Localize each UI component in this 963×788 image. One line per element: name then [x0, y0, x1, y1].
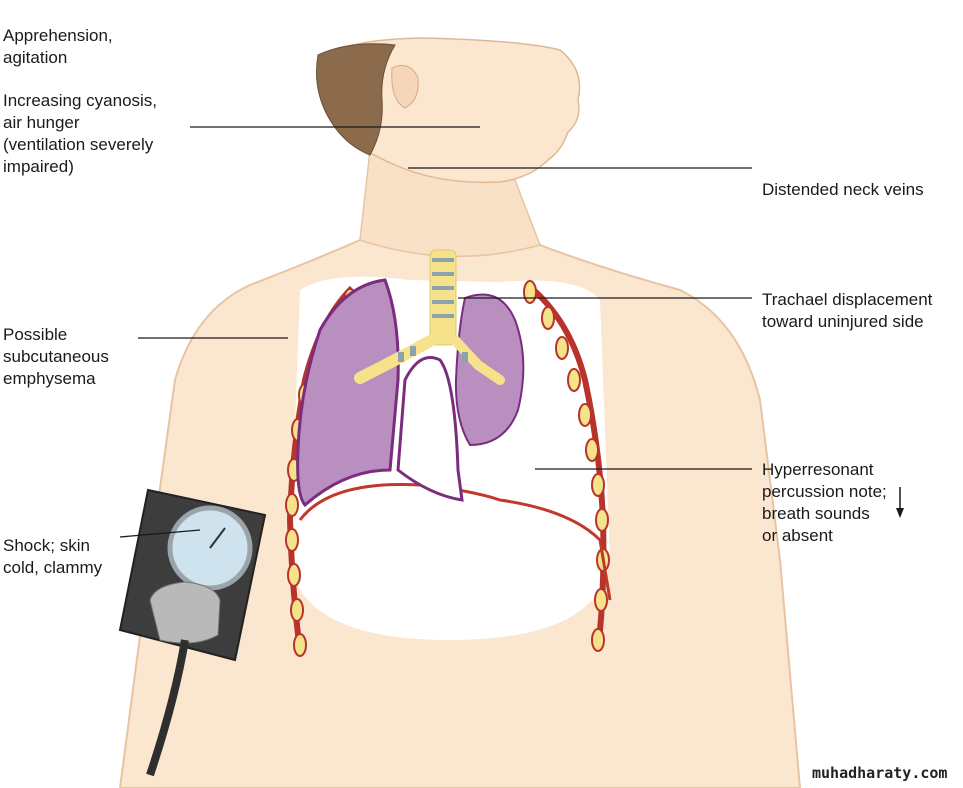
down-arrow-icon: [896, 487, 904, 518]
label-neck-veins: Distended neck veins: [762, 180, 924, 199]
diaphragm: [298, 482, 612, 601]
label-apprehension: Apprehension,agitation: [3, 26, 113, 67]
trachea: [354, 249, 505, 385]
ribs-right: [523, 280, 610, 652]
blood-pressure-cuff: [118, 488, 267, 777]
head: [319, 37, 581, 184]
watermark: muhadharaty.com: [812, 764, 948, 782]
label-cyanosis: Increasing cyanosis,air hunger(ventilati…: [3, 91, 158, 176]
mediastinum: [396, 356, 464, 502]
ear: [391, 65, 419, 109]
leader-lines: [119, 126, 752, 538]
